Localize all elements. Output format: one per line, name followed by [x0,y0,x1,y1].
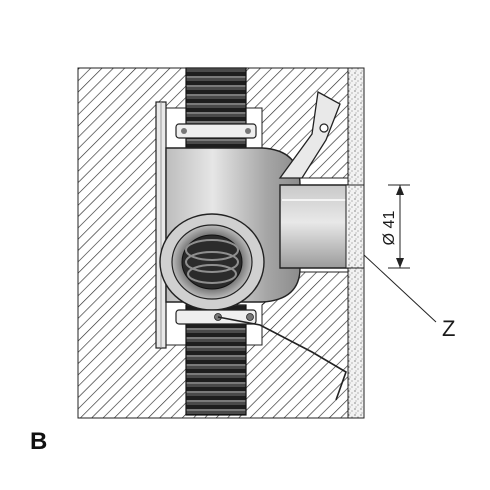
tie-wire [217,316,347,401]
outlet-pipe [279,184,349,269]
dimension-label: Ø 41 [381,211,398,246]
fixing-bracket [278,90,341,179]
mounting-flange [155,101,167,349]
outlet-opening [345,184,365,269]
panel-label: B [30,428,48,455]
upper-clamp [175,123,257,139]
front-socket [159,213,265,311]
callout-z: Z [363,254,455,341]
callout-label: Z [442,316,455,341]
diameter-dimension: Ø 41 [381,184,410,269]
